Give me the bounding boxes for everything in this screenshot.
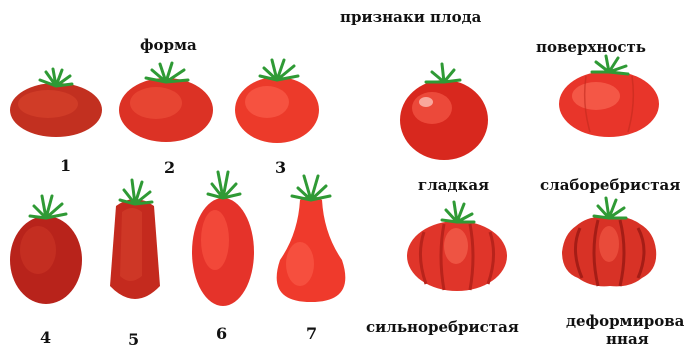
surface-label-deformed-line1: деформирова — [566, 312, 684, 330]
tomato-surface-deformed — [556, 190, 662, 294]
tomato-surface-slightly-ribbed — [556, 54, 662, 140]
surface-label-strongly-ribbed: сильноребристая — [366, 318, 519, 336]
tomato-shape-1 — [6, 66, 106, 138]
figure-title: признаки плода — [340, 8, 481, 26]
shape-number-7: 7 — [306, 324, 317, 343]
tomato-shape-4 — [6, 192, 86, 306]
shape-number-4: 4 — [40, 328, 51, 347]
tomato-shape-5 — [102, 176, 168, 310]
shape-number-1: 1 — [60, 156, 71, 175]
shape-heading: форма — [140, 36, 197, 54]
tomato-shape-6 — [190, 168, 256, 308]
tomato-surface-strongly-ribbed — [404, 196, 510, 296]
tomato-shape-3 — [232, 54, 322, 144]
surface-label-smooth: гладкая — [418, 176, 489, 194]
tomato-surface-smooth — [396, 62, 492, 162]
shape-number-2: 2 — [164, 158, 175, 177]
tomato-shape-2 — [116, 58, 216, 144]
shape-number-5: 5 — [128, 330, 139, 349]
tomato-shape-7 — [270, 172, 352, 306]
shape-number-6: 6 — [216, 324, 227, 343]
surface-label-deformed-line2: нная — [606, 330, 649, 348]
